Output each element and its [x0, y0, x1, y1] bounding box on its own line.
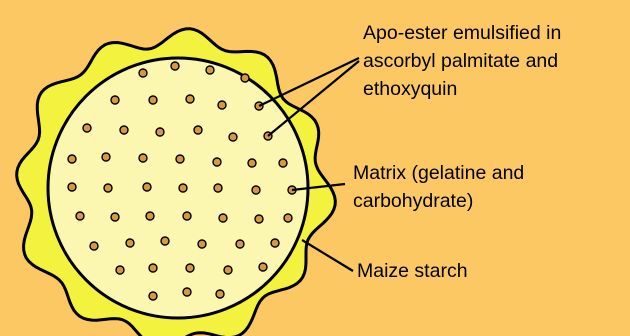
apo-ester-droplet — [139, 69, 147, 77]
apo-ester-droplet — [218, 101, 226, 109]
apo-ester-droplet — [83, 124, 91, 132]
apo-ester-droplet — [126, 239, 134, 247]
apo-ester-droplet — [219, 214, 227, 222]
apo-ester-label-line: ascorbyl palmitate and — [363, 50, 558, 72]
apo-ester-label-line: Apo-ester emulsified in — [363, 22, 561, 44]
apo-ester-droplet — [156, 128, 164, 136]
apo-ester-droplet — [68, 155, 76, 163]
apo-ester-droplet — [76, 212, 84, 220]
apo-ester-droplet — [176, 155, 184, 163]
matrix-core — [48, 58, 308, 318]
apo-ester-droplet — [143, 183, 151, 191]
apo-ester-droplet — [224, 266, 232, 274]
apo-ester-droplet — [213, 158, 221, 166]
apo-ester-droplet — [183, 288, 191, 296]
apo-ester-droplet — [252, 186, 260, 194]
apo-ester-droplet — [116, 266, 124, 274]
apo-ester-droplet — [255, 215, 263, 223]
apo-ester-droplet — [111, 96, 119, 104]
apo-ester-droplet — [229, 133, 237, 141]
maize-starch-label: Maize starch — [357, 260, 468, 282]
apo-ester-droplet — [206, 66, 214, 74]
apo-ester-droplet — [279, 159, 287, 167]
apo-ester-droplet — [198, 240, 206, 248]
apo-ester-droplet — [68, 183, 76, 191]
apo-ester-droplet — [149, 96, 157, 104]
apo-ester-droplet — [186, 95, 194, 103]
apo-ester-droplet — [186, 264, 194, 272]
apo-ester-droplet — [248, 159, 256, 167]
apo-ester-droplet — [120, 126, 128, 134]
apo-ester-droplet — [104, 184, 112, 192]
apo-ester-droplet — [179, 184, 187, 192]
apo-ester-label-line: ethoxyquin — [363, 78, 457, 100]
apo-ester-droplet — [236, 240, 244, 248]
apo-ester-droplet — [183, 212, 191, 220]
apo-ester-droplet — [149, 292, 157, 300]
apo-ester-droplet — [90, 242, 98, 250]
apo-ester-droplet — [214, 184, 222, 192]
apo-ester-droplet — [259, 263, 267, 271]
apo-ester-droplet — [146, 212, 154, 220]
maize-starch-label-line: Maize starch — [357, 260, 468, 282]
matrix-label-line: Matrix (gelatine and — [353, 162, 524, 184]
apo-ester-droplet — [284, 214, 292, 222]
apo-ester-droplet — [194, 126, 202, 134]
matrix-label-line: carbohydrate) — [353, 190, 473, 212]
apo-ester-droplet — [171, 62, 179, 70]
apo-ester-droplet — [216, 290, 224, 298]
apo-ester-droplet — [111, 213, 119, 221]
apo-ester-droplet — [161, 237, 169, 245]
apo-ester-droplet — [102, 153, 110, 161]
apo-ester-droplet — [149, 264, 157, 272]
apo-ester-droplet — [271, 239, 279, 247]
apo-ester-droplet — [241, 74, 249, 82]
apo-ester-droplet — [139, 154, 147, 162]
